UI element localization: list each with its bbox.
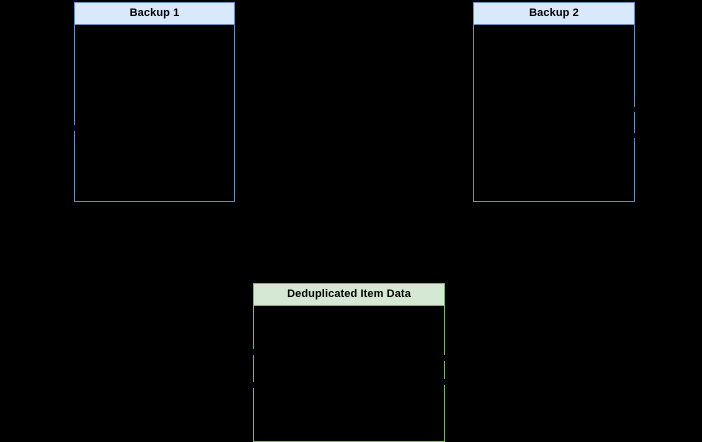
edge-backup-2-to-deduplicated-item-data-upper <box>635 110 681 111</box>
edge-deduplicated-item-data-to-backup-1-lower <box>200 386 253 387</box>
edge-backup-1-to-deduplicated-item-data <box>20 127 74 128</box>
node-deduplicated-item-data-body <box>253 306 445 442</box>
connector-notch-dedup-left-upper <box>252 349 255 355</box>
connector-notch-backup-2-right-upper <box>633 107 636 112</box>
edge-deduplicated-item-data-to-backup-1-upper <box>200 353 253 354</box>
edge-deduplicated-item-data-to-backup-2-upper <box>445 359 501 360</box>
node-backup-2[interactable]: Backup 2 <box>473 2 636 202</box>
node-backup-1[interactable]: Backup 1 <box>73 2 235 202</box>
node-backup-2-title: Backup 2 <box>473 2 635 25</box>
edge-backup-2-to-deduplicated-item-data-lower <box>635 136 681 137</box>
connector-notch-dedup-right-upper <box>443 355 446 361</box>
node-backup-1-title: Backup 1 <box>74 2 235 25</box>
node-deduplicated-item-data-title: Deduplicated Item Data <box>253 283 445 306</box>
node-deduplicated-item-data[interactable]: Deduplicated Item Data <box>252 283 446 442</box>
connector-notch-backup-2-right-lower <box>633 133 636 138</box>
node-backup-1-body <box>74 25 235 202</box>
connector-notch-backup-1-left <box>73 125 76 131</box>
connector-notch-dedup-left-lower <box>252 382 255 388</box>
connector-notch-dedup-right-lower <box>443 379 446 385</box>
edge-deduplicated-item-data-to-backup-2-lower <box>445 383 501 384</box>
node-backup-2-body <box>473 25 635 202</box>
